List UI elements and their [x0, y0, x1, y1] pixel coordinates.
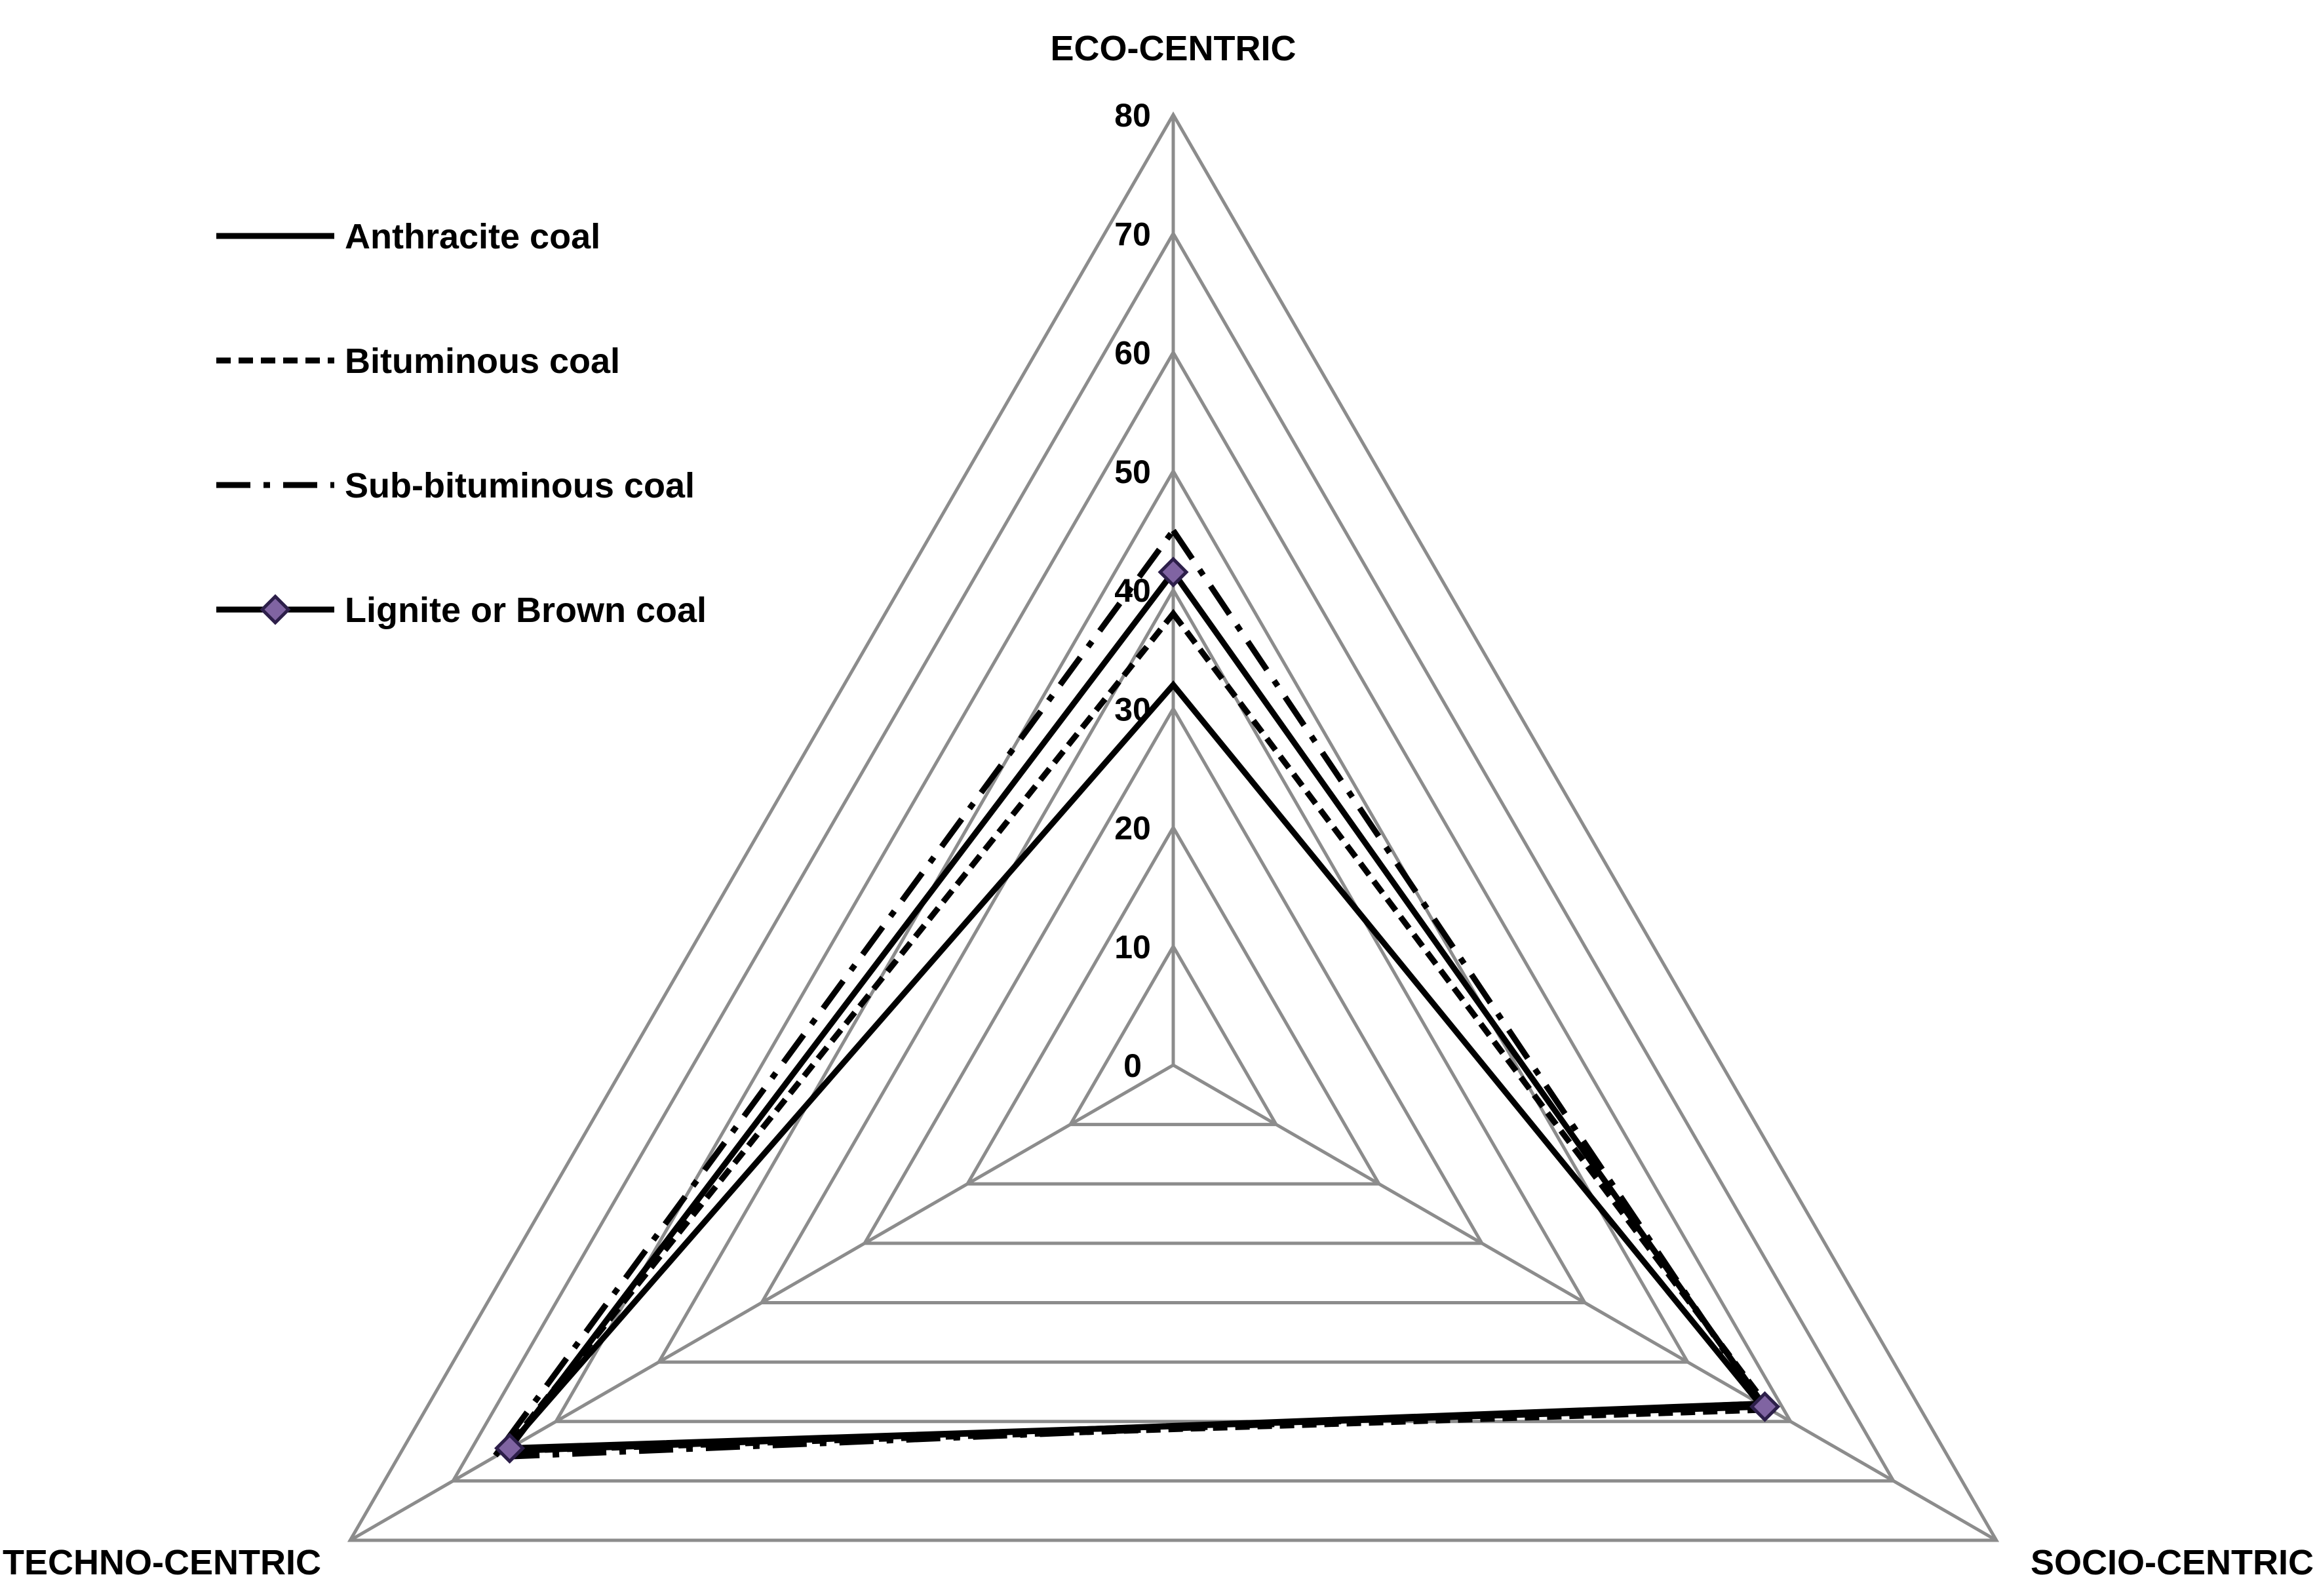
radar-grid — [347, 111, 2000, 1542]
legend-item-sub-bituminous: Sub-bituminous coal — [216, 466, 695, 505]
tick-label-10: 10 — [1114, 929, 1151, 965]
grid-ring-80 — [347, 111, 2000, 1542]
legend-item-bituminous: Bituminous coal — [216, 341, 620, 381]
axis-label-eco-centric: ECO-CENTRIC — [1051, 29, 1296, 68]
grid-ring-40 — [758, 586, 1588, 1304]
series-marker-lignite-or-brown-coal-1 — [1749, 1391, 1781, 1422]
grid-ring-50 — [655, 467, 1691, 1364]
legend-label-anthracite: Anthracite coal — [345, 217, 600, 256]
legend-label-lignite: Lignite or Brown coal — [345, 591, 707, 630]
legend-item-lignite: Lignite or Brown coal — [216, 591, 707, 630]
axis-labels: ECO-CENTRIC SOCIO-CENTRIC TECHNO-CENTRIC — [3, 29, 2314, 1582]
tick-label-60: 60 — [1114, 335, 1151, 372]
axis-label-socio-centric: SOCIO-CENTRIC — [2031, 1543, 2314, 1582]
legend-item-anthracite: Anthracite coal — [216, 217, 600, 256]
series-lines — [488, 525, 1781, 1464]
series-marker-lignite-or-brown-coal-0 — [1158, 556, 1189, 588]
legend-label-sub-bituminous: Sub-bituminous coal — [345, 466, 695, 505]
legend: Anthracite coal Bituminous coal Sub-bitu… — [216, 217, 707, 630]
tick-label-30: 30 — [1114, 691, 1151, 728]
series-line-bituminous-coal — [498, 608, 1776, 1454]
spoke-socio — [1172, 1063, 1997, 1542]
series-line-lignite-or-brown-coal — [503, 567, 1771, 1452]
tick-label-50: 50 — [1114, 454, 1151, 490]
tick-label-20: 20 — [1114, 810, 1151, 847]
tick-label-70: 70 — [1114, 216, 1151, 252]
grid-ring-10 — [1067, 943, 1279, 1127]
legend-marker-lignite-diamond-icon — [260, 594, 291, 625]
grid-ring-30 — [861, 705, 1485, 1245]
tick-label-0: 0 — [1123, 1047, 1142, 1084]
grid-ring-20 — [964, 824, 1382, 1186]
tick-label-80: 80 — [1114, 97, 1151, 134]
spoke-techno — [349, 1063, 1175, 1542]
series-marker-lignite-or-brown-coal-2 — [494, 1432, 526, 1464]
legend-label-bituminous: Bituminous coal — [345, 341, 620, 381]
grid-ring-60 — [553, 349, 1794, 1424]
grid-ring-70 — [450, 230, 1897, 1483]
axis-label-techno-centric: TECHNO-CENTRIC — [3, 1543, 321, 1582]
